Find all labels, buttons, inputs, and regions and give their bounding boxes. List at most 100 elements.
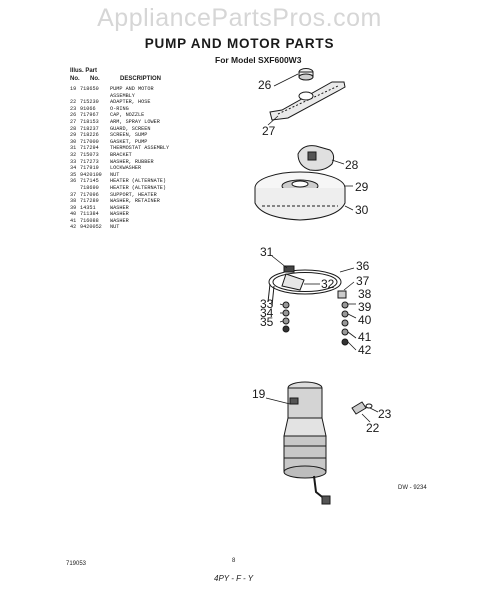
model-subtitle: For Model SXF600W3 xyxy=(215,55,302,65)
illus-no-cell: 38 xyxy=(70,198,77,205)
thermostat-assembly-31 xyxy=(283,265,295,273)
illus-no-cell: 31 xyxy=(70,145,77,152)
o-ring-23 xyxy=(365,403,373,409)
hose-adapter-22 xyxy=(351,401,367,415)
description-cell: SUPPORT, HEATER xyxy=(110,191,157,198)
callout-37: 37 xyxy=(356,274,370,288)
part-no-cell: 717273 xyxy=(80,158,99,165)
illus-no-cell: 41 xyxy=(70,217,77,224)
callout-26: 26 xyxy=(258,78,272,92)
table-header-illus-no: No. xyxy=(70,76,80,82)
description-cell: ADAPTER, HOSE xyxy=(110,99,151,106)
part-no-cell: 718650 xyxy=(80,86,99,92)
description-cell: SCREEN, SUMP xyxy=(110,132,148,139)
table-header-illus-part: Illus. Part xyxy=(70,68,98,74)
description-cell: GASKET, PUMP xyxy=(110,138,148,145)
page-number: 8 xyxy=(232,558,236,564)
callout-41: 41 xyxy=(358,330,372,344)
callout-42: 42 xyxy=(358,343,372,357)
callout-30: 30 xyxy=(355,203,369,217)
part-no-cell: 715073 xyxy=(80,151,99,158)
part-no-cell: 715230 xyxy=(80,99,99,106)
footer-code: 719053 xyxy=(66,561,87,567)
callout-38: 38 xyxy=(358,287,372,301)
part-no-cell: 717096 xyxy=(80,191,99,198)
description-cell: LOCKWASHER xyxy=(110,165,142,172)
part-no-cell: 14351 xyxy=(80,204,96,211)
callout-22: 22 xyxy=(366,421,380,435)
part-no-cell: 718237 xyxy=(80,125,99,132)
part-no-cell: 717967 xyxy=(80,112,99,119)
callout-34: 34 xyxy=(260,306,274,320)
part-no-cell: 711384 xyxy=(80,211,99,218)
illus-no-cell: 36 xyxy=(70,178,77,185)
callout-28: 28 xyxy=(345,158,359,172)
part-no-cell: 718690 xyxy=(80,184,99,191)
description-cell: WASHER, RUBBER xyxy=(110,158,154,165)
description-cell: ARM, SPRAY LOWER xyxy=(110,118,160,125)
table-header-description: DESCRIPTION xyxy=(120,76,162,82)
part-no-cell: 717289 xyxy=(80,198,99,205)
table-row: 718690 HEATER (ALTERNATE) xyxy=(70,185,220,192)
pump-gasket-30 xyxy=(254,188,346,221)
callout-31: 31 xyxy=(260,245,274,259)
callout-35: 35 xyxy=(260,315,274,329)
description-cell: HEATER (ALTERNATE) xyxy=(110,178,167,185)
illus-no-cell: 32 xyxy=(70,151,77,158)
part-no-cell: 9420052 xyxy=(80,224,102,231)
callout-27: 27 xyxy=(262,124,276,138)
description-cell: NUT xyxy=(110,171,120,178)
screen-guard-28 xyxy=(297,145,335,171)
table-header-part-no: No. xyxy=(90,76,100,82)
description-cell: PUMP AND MOTOR xyxy=(110,86,154,92)
drawing-number: DW - 9234 xyxy=(398,485,427,491)
part-no-cell: 91066 xyxy=(80,105,96,112)
watermark: AppliancePartsPros.com xyxy=(97,4,382,32)
bracket-32 xyxy=(281,273,305,291)
description-cell: HEATER (ALTERNATE) xyxy=(110,184,167,191)
part-no-cell: 716088 xyxy=(80,217,99,224)
washer-stack-37-42 xyxy=(337,290,349,346)
callout-36: 36 xyxy=(356,259,370,273)
callout-33: 33 xyxy=(260,297,274,311)
callout-29: 29 xyxy=(355,180,369,194)
illus-no-cell: 30 xyxy=(70,138,77,145)
description-cell: WASHER xyxy=(110,211,129,218)
nozzle-cap-26 xyxy=(298,68,314,81)
description-cell: BRACKET xyxy=(110,151,132,158)
illus-no-cell: 22 xyxy=(70,99,77,106)
callout-23: 23 xyxy=(378,407,392,421)
illus-no-cell: 27 xyxy=(70,118,77,125)
description-cell: WASHER xyxy=(110,204,129,211)
page-title: PUMP AND MOTOR PARTS xyxy=(144,36,335,51)
illus-no-cell: 40 xyxy=(70,211,77,218)
callout-40: 40 xyxy=(358,313,372,327)
illus-no-cell: 23 xyxy=(70,105,77,112)
heater-assembly-36 xyxy=(267,269,342,307)
callout-19: 19 xyxy=(252,387,266,401)
description-cell: ASSEMBLY xyxy=(110,92,135,99)
callout-32: 32 xyxy=(321,277,335,291)
illus-no-cell: 39 xyxy=(70,204,77,211)
illus-no-cell: 29 xyxy=(70,132,77,139)
lower-spray-arm-27 xyxy=(269,81,346,121)
description-cell: GUARD, SCREEN xyxy=(110,125,151,132)
illus-no-cell: 37 xyxy=(70,191,77,198)
illus-no-cell: 42 xyxy=(70,224,77,231)
